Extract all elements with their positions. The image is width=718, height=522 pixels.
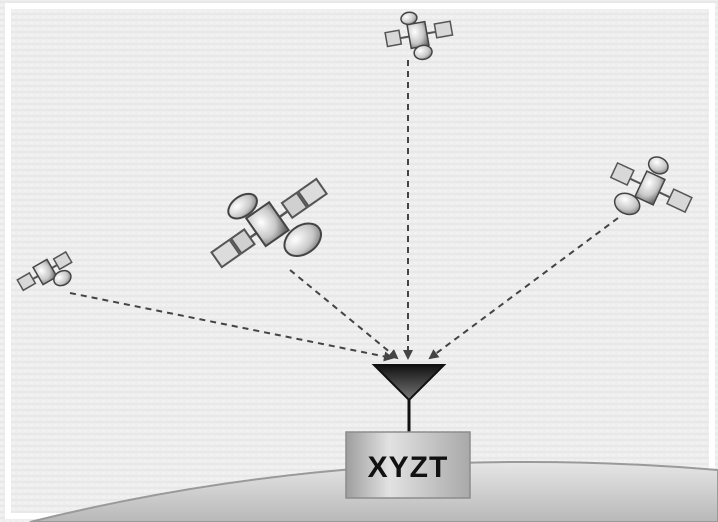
- satellite-right: [609, 156, 693, 216]
- satellite-top: [384, 11, 454, 61]
- receiver-label: XYZT: [368, 451, 449, 484]
- satellite-left-large: [210, 177, 329, 269]
- receiver-box: XYZT: [345, 431, 471, 499]
- signal-line-left-large: [289, 269, 399, 360]
- satellite-far-left: [16, 250, 73, 292]
- receiver-antenna: [371, 364, 447, 432]
- signal-lines: [69, 60, 619, 362]
